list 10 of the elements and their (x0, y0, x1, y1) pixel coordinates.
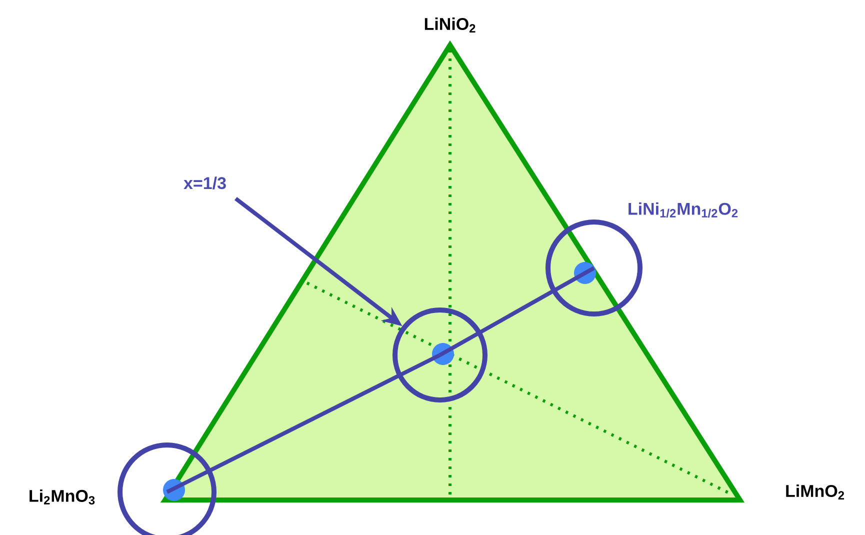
formula-label: LiNi$_{1/2}$Mn$_{1/2}$O$_{2}$ (628, 202, 738, 218)
formula-label: Li$_{2}$MnO$_{3}$ (30, 489, 95, 505)
connecting-line (439, 266, 595, 357)
circled-point (546, 220, 642, 316)
circled-point (392, 308, 488, 402)
formula-label: x=1/3 (184, 176, 226, 190)
formula-label: LiNiO$_{2}$ (424, 18, 476, 32)
circled-point (118, 442, 216, 535)
connecting-line (166, 353, 441, 494)
formula-label: LiMnO$_{2}$ (786, 484, 844, 500)
